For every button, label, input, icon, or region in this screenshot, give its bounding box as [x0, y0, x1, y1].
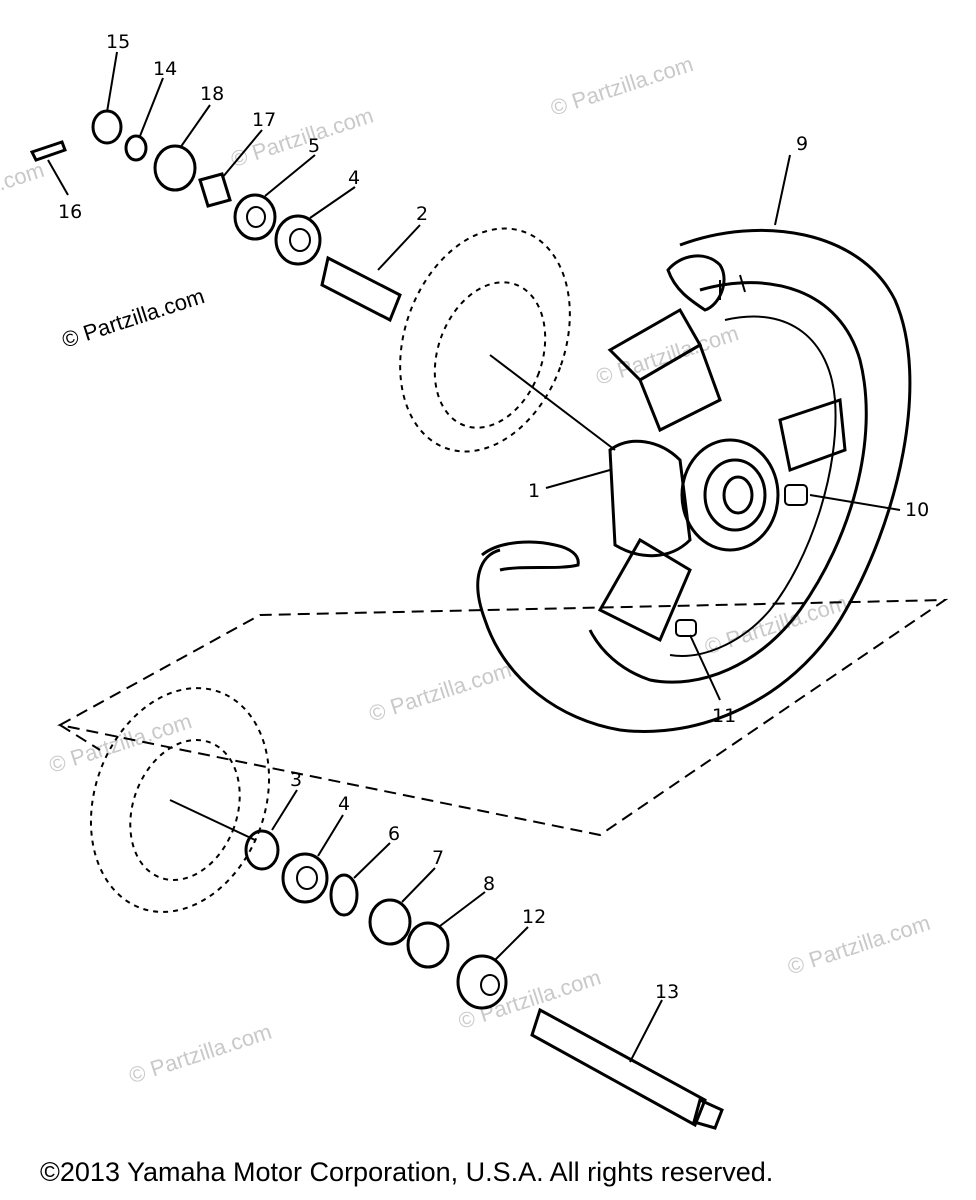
- callout-17: 17: [252, 109, 276, 131]
- watermark-5: © Partzilla.com: [366, 657, 515, 727]
- callout-2: 2: [416, 203, 428, 225]
- upper-brake-disc: [399, 227, 616, 453]
- callout-10: 10: [905, 499, 929, 521]
- wheel-hub: [608, 438, 808, 637]
- watermark-7: © Partzilla.com: [126, 1019, 275, 1089]
- callout-6: 6: [388, 823, 400, 845]
- callout-8: 8: [483, 873, 495, 895]
- clutch-plate: [329, 873, 359, 917]
- lower-small-parts: [244, 829, 724, 1130]
- upper-small-parts: [29, 109, 402, 323]
- callout-4-lower: 4: [338, 793, 350, 815]
- watermark-4: © Partzilla.com: [46, 708, 195, 778]
- oil-seal: [244, 829, 280, 871]
- callout-13: 13: [655, 981, 679, 1003]
- callout-11: 11: [712, 705, 736, 727]
- bearing-upper-5: [233, 193, 277, 241]
- watermark-2: © Partzilla.com: [228, 103, 377, 173]
- callout-labels: 15 14 18 17 5 4 2 16 9 1 10 11 3 4 6 7 8…: [58, 31, 929, 1003]
- brake-disc-dashed-plane: [57, 598, 949, 837]
- bearing-upper-4: [274, 214, 322, 266]
- callout-1: 1: [528, 480, 540, 502]
- speedometer-gear-unit: [456, 954, 508, 1010]
- callout-15: 15: [106, 31, 130, 53]
- watermark-3: © Partzilla.com: [547, 51, 696, 121]
- callout-5: 5: [308, 135, 320, 157]
- callout-7: 7: [432, 847, 444, 869]
- watermark-8: © Partzilla.com: [455, 964, 604, 1034]
- washer: [124, 134, 148, 162]
- callout-3: 3: [290, 769, 302, 791]
- watermark-9: © Partzilla.com: [784, 910, 933, 980]
- wheel-rim: [476, 228, 912, 733]
- front-axle: [530, 1007, 707, 1128]
- callout-14: 14: [153, 58, 177, 80]
- watermark-1: © Partzilla.com: [0, 157, 47, 227]
- oil-seal-lower: [368, 898, 412, 946]
- lower-brake-disc: [89, 687, 271, 913]
- axle-nut: [91, 109, 123, 145]
- wheel-spokes: [597, 307, 847, 643]
- dust-cover: [153, 144, 197, 192]
- copyright-notice: ©2013 Yamaha Motor Corporation, U.S.A. A…: [40, 1157, 774, 1187]
- callout-4-upper: 4: [348, 167, 360, 189]
- collar-lower: [406, 921, 450, 969]
- collar: [198, 172, 232, 208]
- callout-9: 9: [796, 133, 808, 155]
- watermark-dark: © Partzilla.com: [59, 283, 208, 353]
- callout-12: 12: [522, 906, 546, 928]
- callout-16: 16: [58, 201, 82, 223]
- watermark-6: © Partzilla.com: [702, 590, 851, 660]
- callout-18: 18: [200, 83, 224, 105]
- leader-lines: [47, 51, 901, 1063]
- bearing-lower: [281, 852, 329, 904]
- cotter-pin: [29, 140, 67, 162]
- spacer-tube: [320, 255, 402, 323]
